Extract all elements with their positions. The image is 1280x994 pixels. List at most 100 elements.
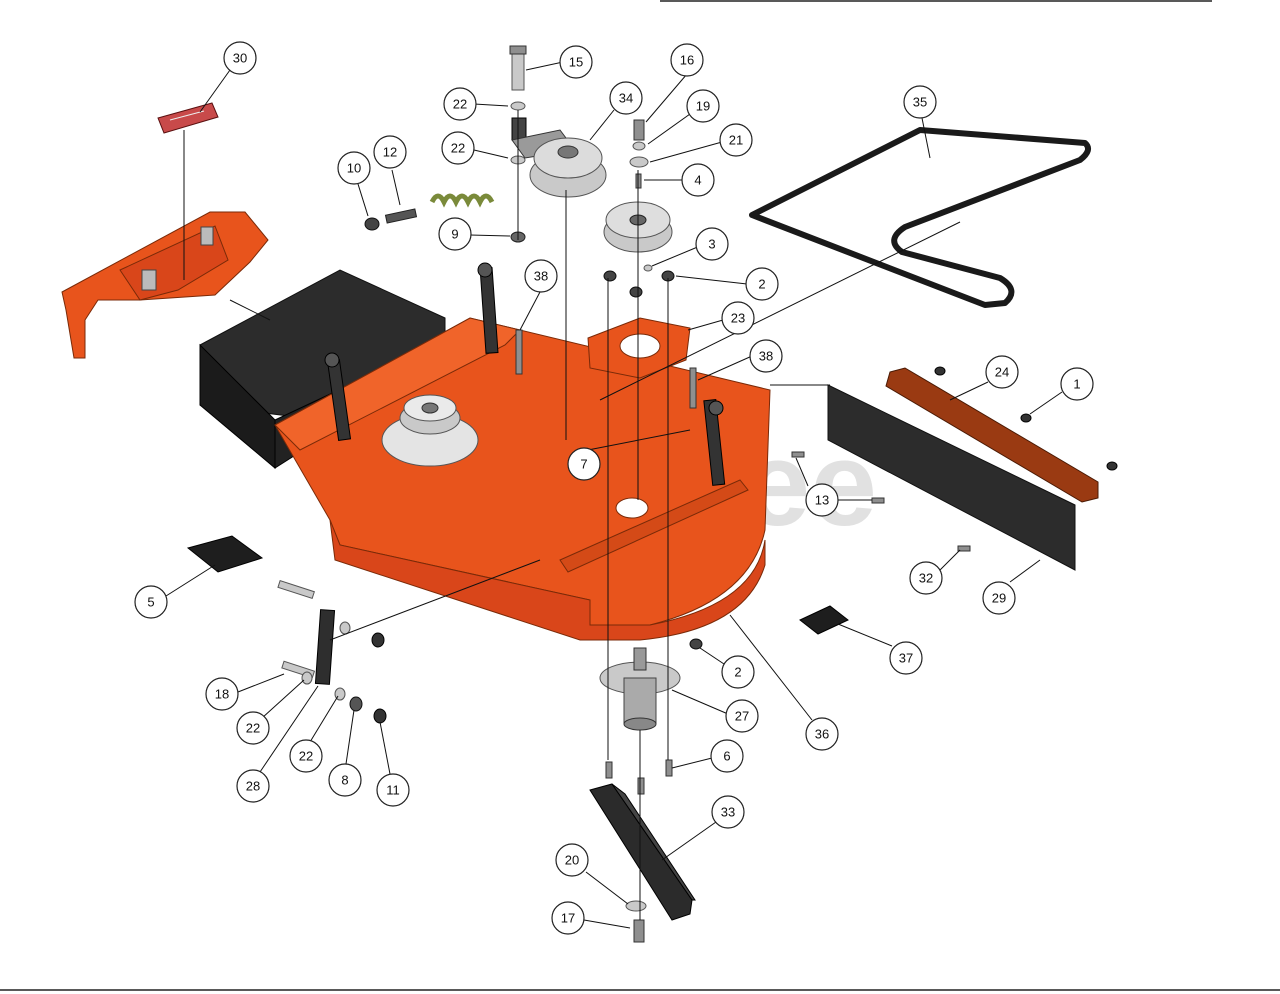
callout-38: 38 bbox=[749, 339, 783, 373]
plate-23 bbox=[587, 317, 691, 379]
callout-23: 23 bbox=[721, 301, 755, 335]
linkage-28 bbox=[277, 580, 336, 685]
callout-22: 22 bbox=[441, 131, 475, 165]
callout-label: 22 bbox=[246, 721, 260, 736]
bolt-16 bbox=[633, 119, 645, 141]
callout-label: 28 bbox=[246, 779, 260, 794]
bolt-13a bbox=[791, 451, 805, 458]
deck-pulley bbox=[381, 394, 479, 467]
callout-label: 2 bbox=[734, 665, 741, 680]
callout-label: 36 bbox=[815, 727, 829, 742]
callout-label: 35 bbox=[913, 95, 927, 110]
leader-22c bbox=[261, 679, 305, 719]
nut-2b bbox=[603, 270, 617, 282]
callout-32: 32 bbox=[909, 561, 943, 595]
callout-label: 8 bbox=[341, 773, 348, 788]
nut-10 bbox=[364, 217, 380, 231]
callout-2: 2 bbox=[745, 267, 779, 301]
callout-label: 23 bbox=[731, 311, 745, 326]
washer-21 bbox=[629, 156, 649, 168]
decal-5 bbox=[186, 535, 264, 573]
baffle-29 bbox=[827, 384, 1076, 571]
callout-37: 37 bbox=[889, 641, 923, 675]
leader-32 bbox=[939, 549, 961, 571]
callout-30: 30 bbox=[223, 41, 257, 75]
callout-label: 13 bbox=[815, 493, 829, 508]
callout-label: 3 bbox=[708, 237, 715, 252]
leader-17 bbox=[583, 919, 631, 929]
pin-38b bbox=[689, 367, 697, 409]
leader-2b bbox=[699, 647, 725, 665]
leader-37 bbox=[837, 623, 893, 647]
spring-12 bbox=[384, 193, 495, 224]
washer-22a bbox=[510, 101, 526, 111]
callouts: 30 15 16 22 34 19 35 22 21 10 12 4 9 3 3… bbox=[134, 41, 1094, 935]
leader-23 bbox=[687, 319, 724, 331]
callout-label: 10 bbox=[347, 161, 361, 176]
callout-22: 22 bbox=[289, 739, 323, 773]
nut-11 bbox=[373, 708, 387, 724]
spindle-27 bbox=[599, 647, 681, 731]
callout-35: 35 bbox=[903, 85, 937, 119]
callout-12: 12 bbox=[373, 135, 407, 169]
leader-27 bbox=[671, 689, 729, 715]
nut-upper-a bbox=[339, 621, 351, 635]
callout-label: 17 bbox=[561, 911, 575, 926]
callout-27: 27 bbox=[725, 699, 759, 733]
leader-5 bbox=[165, 564, 216, 597]
center-line-8 bbox=[599, 221, 961, 401]
leader-22b bbox=[473, 149, 509, 159]
bolt-15 bbox=[509, 45, 527, 91]
callout-11: 11 bbox=[376, 773, 410, 807]
callout-label: 5 bbox=[147, 595, 154, 610]
nut-2c bbox=[629, 286, 643, 298]
callout-21: 21 bbox=[719, 123, 753, 157]
leader-9 bbox=[469, 234, 511, 237]
leader-7 bbox=[587, 429, 691, 451]
leader-30 bbox=[199, 69, 231, 113]
leader-24 bbox=[949, 381, 989, 401]
callout-label: 6 bbox=[723, 749, 730, 764]
leader-11 bbox=[379, 721, 391, 775]
callout-8: 8 bbox=[328, 763, 362, 797]
height-arm-left bbox=[324, 352, 352, 442]
leader-33 bbox=[661, 821, 717, 861]
callout-13: 13 bbox=[805, 483, 839, 517]
parts bbox=[61, 45, 1118, 943]
callout-label: 30 bbox=[233, 51, 247, 66]
washer-3 bbox=[643, 264, 653, 272]
callout-10: 10 bbox=[337, 151, 371, 185]
bolt-13b bbox=[871, 497, 885, 504]
callout-38: 38 bbox=[524, 259, 558, 293]
callout-label: 18 bbox=[215, 687, 229, 702]
leader-13a bbox=[795, 457, 809, 487]
callout-4: 4 bbox=[681, 163, 715, 197]
callout-3: 3 bbox=[695, 227, 729, 261]
callout-24: 24 bbox=[985, 355, 1019, 389]
nut-2d bbox=[689, 638, 703, 650]
bar-24 bbox=[885, 367, 1099, 503]
nut-1b bbox=[1020, 413, 1032, 423]
callout-33: 33 bbox=[711, 795, 745, 829]
callout-label: 27 bbox=[735, 709, 749, 724]
washer-22c bbox=[301, 671, 313, 685]
callout-label: 16 bbox=[680, 53, 694, 68]
idler-pulley-34 bbox=[529, 137, 607, 198]
leader-20 bbox=[585, 871, 629, 905]
leader-1 bbox=[1029, 391, 1063, 415]
callout-label: 37 bbox=[899, 651, 913, 666]
callout-15: 15 bbox=[559, 45, 593, 79]
leader-2a bbox=[675, 275, 748, 285]
bolt-6b bbox=[665, 759, 673, 777]
callout-label: 1 bbox=[1073, 377, 1080, 392]
washer-19 bbox=[632, 141, 646, 151]
callout-6: 6 bbox=[710, 739, 744, 773]
leader-8 bbox=[345, 709, 355, 765]
leader-38b bbox=[697, 355, 753, 381]
washer-20 bbox=[625, 900, 647, 912]
callout-1: 1 bbox=[1060, 367, 1094, 401]
callout-17: 17 bbox=[551, 901, 585, 935]
leader-6 bbox=[671, 757, 713, 769]
callout-22: 22 bbox=[443, 87, 477, 121]
